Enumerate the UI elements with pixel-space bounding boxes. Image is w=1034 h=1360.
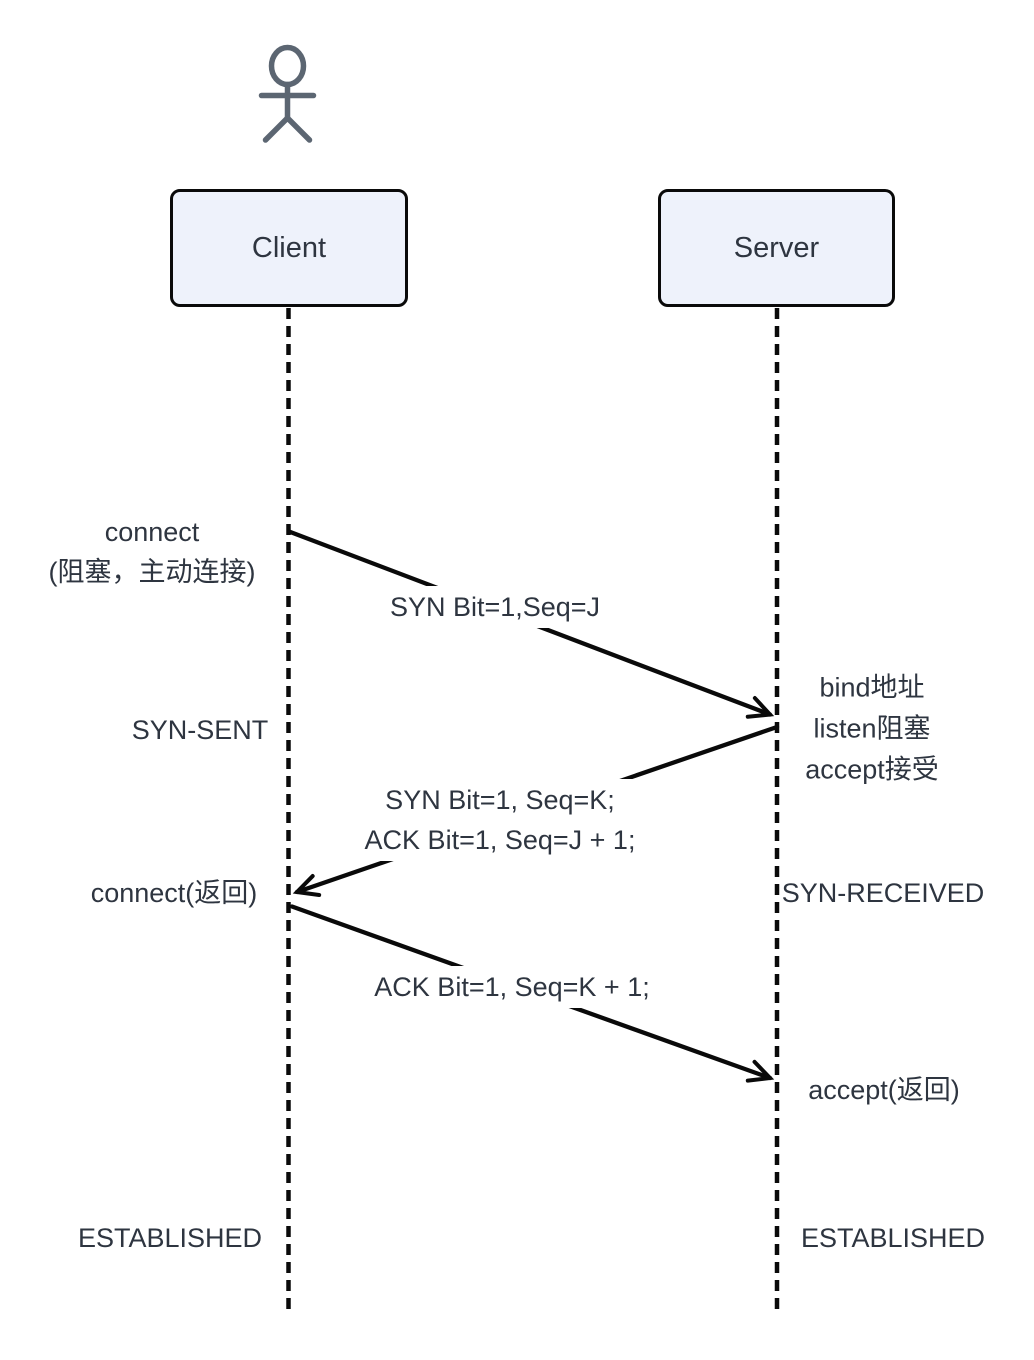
client-connect-return-note: connect(返回) <box>90 878 258 908</box>
client-connect-note-line1: connect <box>104 517 200 547</box>
server-setup-note-line1: bind地址 <box>819 672 925 703</box>
participant-server-label: Server <box>733 231 820 264</box>
participant-server-box: Server <box>658 189 895 307</box>
message-syn-label: SYN Bit=1,Seq=J <box>379 586 611 628</box>
server-state-established: ESTABLISHED <box>800 1223 986 1253</box>
message-syn-ack-label: SYN Bit=1, Seq=K; ACK Bit=1, Seq=J + 1; <box>354 779 646 861</box>
message-ack-label: ACK Bit=1, Seq=K + 1; <box>364 966 660 1008</box>
message-syn-ack-label-line2: ACK Bit=1, Seq=J + 1; <box>364 825 636 855</box>
participant-client-box: Client <box>170 189 408 307</box>
client-state-syn-sent: SYN-SENT <box>131 715 269 745</box>
server-accept-return-note: accept(返回) <box>808 1075 960 1105</box>
person-icon <box>258 44 317 143</box>
server-setup-note: bind地址 listen阻塞 accept接受 <box>805 668 939 791</box>
client-state-established: ESTABLISHED <box>77 1223 263 1253</box>
server-state-syn-received: SYN-RECEIVED <box>781 878 985 908</box>
client-connect-note-line2: (阻塞，主动连接) <box>48 557 256 587</box>
server-setup-note-line2: listen阻塞 <box>813 713 931 744</box>
message-syn-ack-label-line1: SYN Bit=1, Seq=K; <box>385 785 615 815</box>
client-connect-note: connect (阻塞，主动连接) <box>49 512 256 592</box>
participant-client-label: Client <box>251 231 327 264</box>
server-setup-note-line3: accept接受 <box>805 754 939 785</box>
